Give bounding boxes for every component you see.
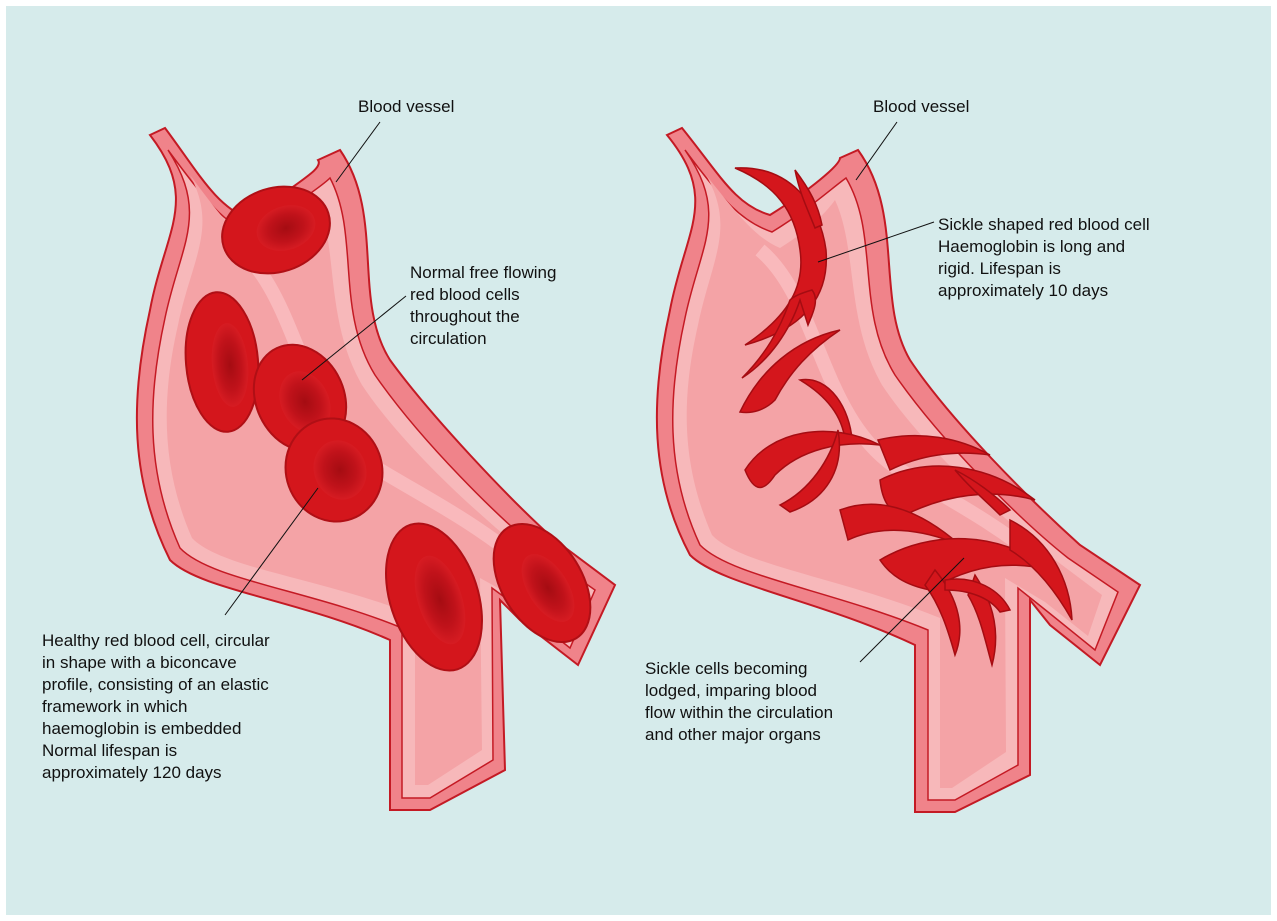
flow-label: Normal free flowing red blood cells thro… xyxy=(410,262,556,350)
healthy-cell-label-line: in shape with a biconcave xyxy=(42,652,270,674)
flow-label-line: Normal free flowing xyxy=(410,262,556,284)
left-vessel-leader-line xyxy=(336,122,380,182)
right-vessel-label: Blood vessel xyxy=(873,96,969,118)
sickle-cell-label-line: Sickle shaped red blood cell xyxy=(938,214,1150,236)
right-vessel-leader-line xyxy=(856,122,897,180)
sickle-cell-label-line: approximately 10 days xyxy=(938,280,1150,302)
lodged-label-line: lodged, imparing blood xyxy=(645,680,833,702)
sickle-cell-label-line: rigid. Lifespan is xyxy=(938,258,1150,280)
lodged-label: Sickle cells becoming lodged, imparing b… xyxy=(645,658,833,746)
healthy-cell-label-line: profile, consisting of an elastic xyxy=(42,674,270,696)
sickle-cell-label-line: Haemoglobin is long and xyxy=(938,236,1150,258)
healthy-cell-label-line: approximately 120 days xyxy=(42,762,270,784)
healthy-cell-label-line: haemoglobin is embedded xyxy=(42,718,270,740)
lodged-label-line: flow within the circulation xyxy=(645,702,833,724)
flow-label-line: throughout the xyxy=(410,306,556,328)
healthy-cell-label-line: framework in which xyxy=(42,696,270,718)
sickle-cell-label: Sickle shaped red blood cell Haemoglobin… xyxy=(938,214,1150,302)
lodged-label-line: Sickle cells becoming xyxy=(645,658,833,680)
flow-label-line: circulation xyxy=(410,328,556,350)
left-vessel-label: Blood vessel xyxy=(358,96,454,118)
lodged-label-line: and other major organs xyxy=(645,724,833,746)
healthy-cell-label: Healthy red blood cell, circular in shap… xyxy=(42,630,270,784)
healthy-cell-label-line: Normal lifespan is xyxy=(42,740,270,762)
flow-label-line: red blood cells xyxy=(410,284,556,306)
healthy-cell-label-line: Healthy red blood cell, circular xyxy=(42,630,270,652)
